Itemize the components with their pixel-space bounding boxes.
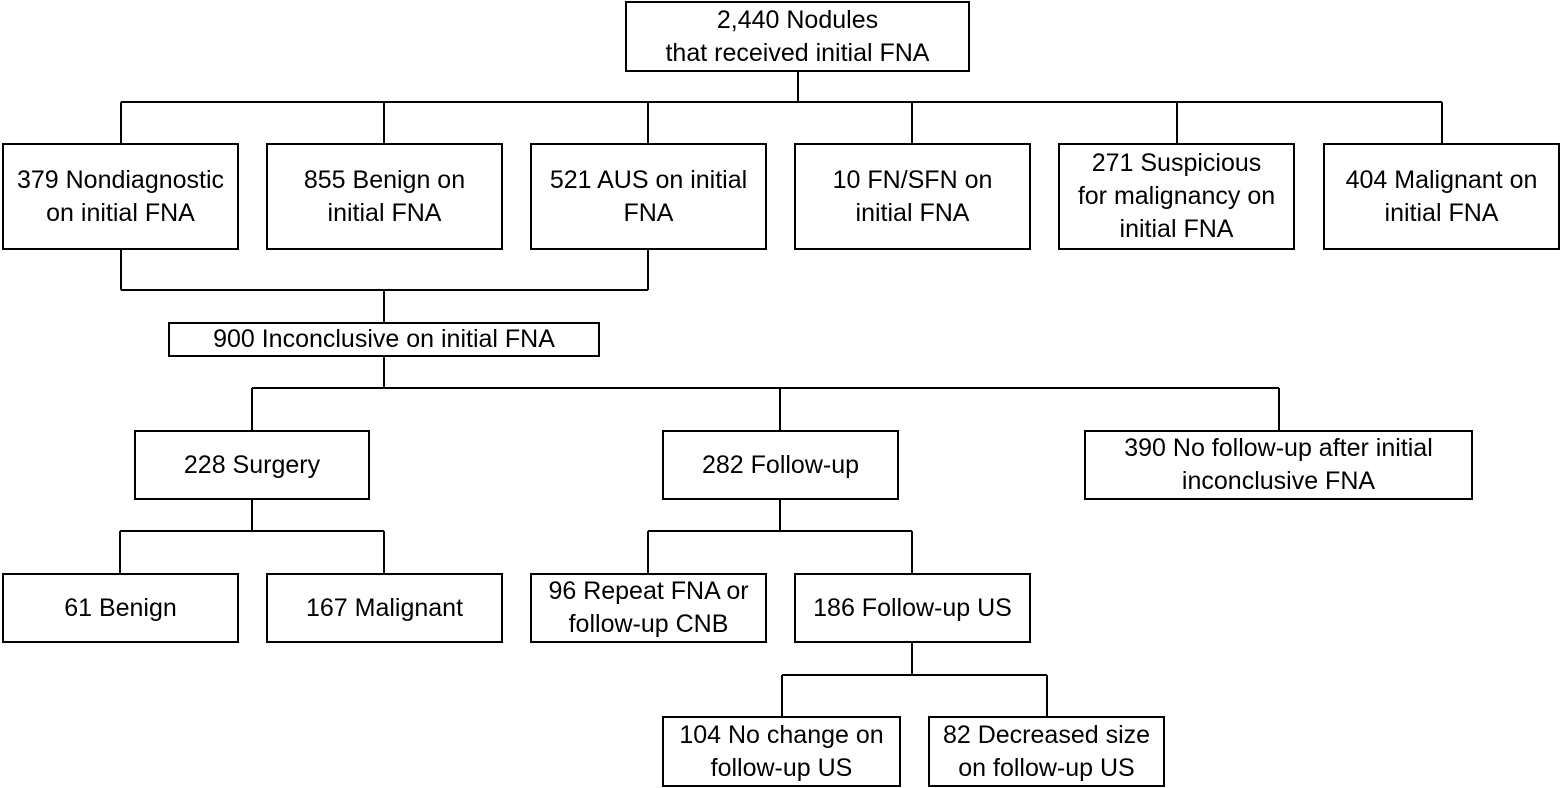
follow-up-node: 282 Follow-up: [662, 430, 899, 500]
no-follow-up-node: 390 No follow-up after initial inconclus…: [1084, 430, 1473, 500]
inconclusive-node: 900 Inconclusive on initial FNA: [168, 322, 600, 357]
surgery-benign-node: 61 Benign: [2, 573, 239, 643]
nondiagnostic-node: 379 Nondiagnostic on initial FNA: [2, 143, 239, 250]
surgery-node: 228 Surgery: [134, 430, 370, 500]
aus-node: 521 AUS on initial FNA: [530, 143, 767, 250]
decreased-size-node: 82 Decreased size on follow-up US: [928, 716, 1165, 787]
repeat-fna-node: 96 Repeat FNA or follow-up CNB: [530, 573, 767, 643]
follow-up-us-node: 186 Follow-up US: [794, 573, 1031, 643]
fn-sfn-node: 10 FN/SFN on initial FNA: [794, 143, 1031, 250]
suspicious-node: 271 Suspicious for malignancy on initial…: [1058, 143, 1295, 250]
root-node: 2,440 Nodules that received initial FNA: [625, 1, 970, 72]
no-change-node: 104 No change on follow-up US: [662, 716, 901, 787]
surgery-malignant-node: 167 Malignant: [266, 573, 503, 643]
benign-initial-node: 855 Benign on initial FNA: [266, 143, 503, 250]
malignant-initial-node: 404 Malignant on initial FNA: [1323, 143, 1560, 250]
